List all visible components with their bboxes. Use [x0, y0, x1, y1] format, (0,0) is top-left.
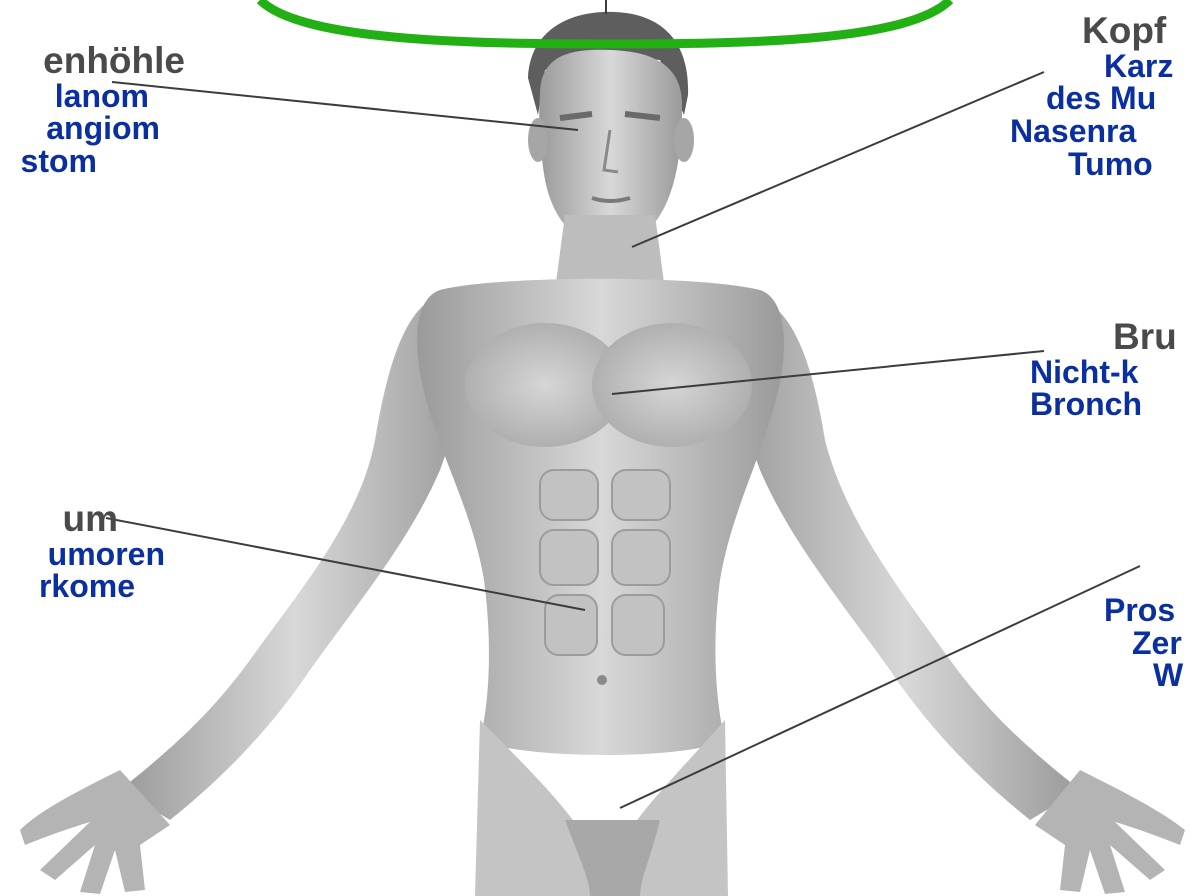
label-chest-heading: Bru	[1030, 318, 1194, 356]
label-eye-heading: enhöhle	[21, 42, 185, 80]
label-chest-item: Bronch	[1030, 388, 1194, 421]
label-abdomen-item: umoren	[39, 538, 165, 571]
label-headneck-item: Nasenra	[1000, 115, 1194, 148]
label-headneck-item: Karz	[1000, 50, 1194, 83]
label-chest-region: Bru Nicht-k Bronch	[1030, 318, 1194, 421]
label-pelvis-region: Pros Zer W	[1104, 594, 1194, 692]
label-headneck-item: Tumo	[1000, 148, 1194, 181]
neck	[555, 215, 665, 290]
label-pelvis-item: Zer	[1104, 627, 1194, 660]
label-pelvis-item: Pros	[1104, 594, 1194, 627]
navel	[597, 675, 607, 685]
label-abdomen-heading: um	[39, 500, 118, 538]
label-abdomen-region: um umoren rkome	[39, 500, 71, 603]
label-abdomen-item: rkome	[39, 570, 135, 603]
leader-headneck	[632, 72, 1044, 247]
label-eye-item: angiom	[21, 112, 160, 145]
label-chest-item: Nicht-k	[1030, 356, 1194, 389]
label-pelvis-item: W	[1104, 659, 1194, 692]
label-eye-item: lanom	[21, 80, 149, 113]
label-eye-item: stom	[21, 145, 97, 178]
label-headneck-heading: Kopf	[1000, 12, 1194, 50]
label-headneck-item: des Mu	[1000, 82, 1194, 115]
ear-right	[674, 118, 694, 162]
label-eye-region: enhöhle lanom angiom stom	[21, 42, 185, 178]
label-headneck-region: Kopf Karz des Mu Nasenra Tumo	[1000, 12, 1194, 180]
pectoral-right	[592, 323, 752, 447]
arm-left	[120, 300, 470, 820]
